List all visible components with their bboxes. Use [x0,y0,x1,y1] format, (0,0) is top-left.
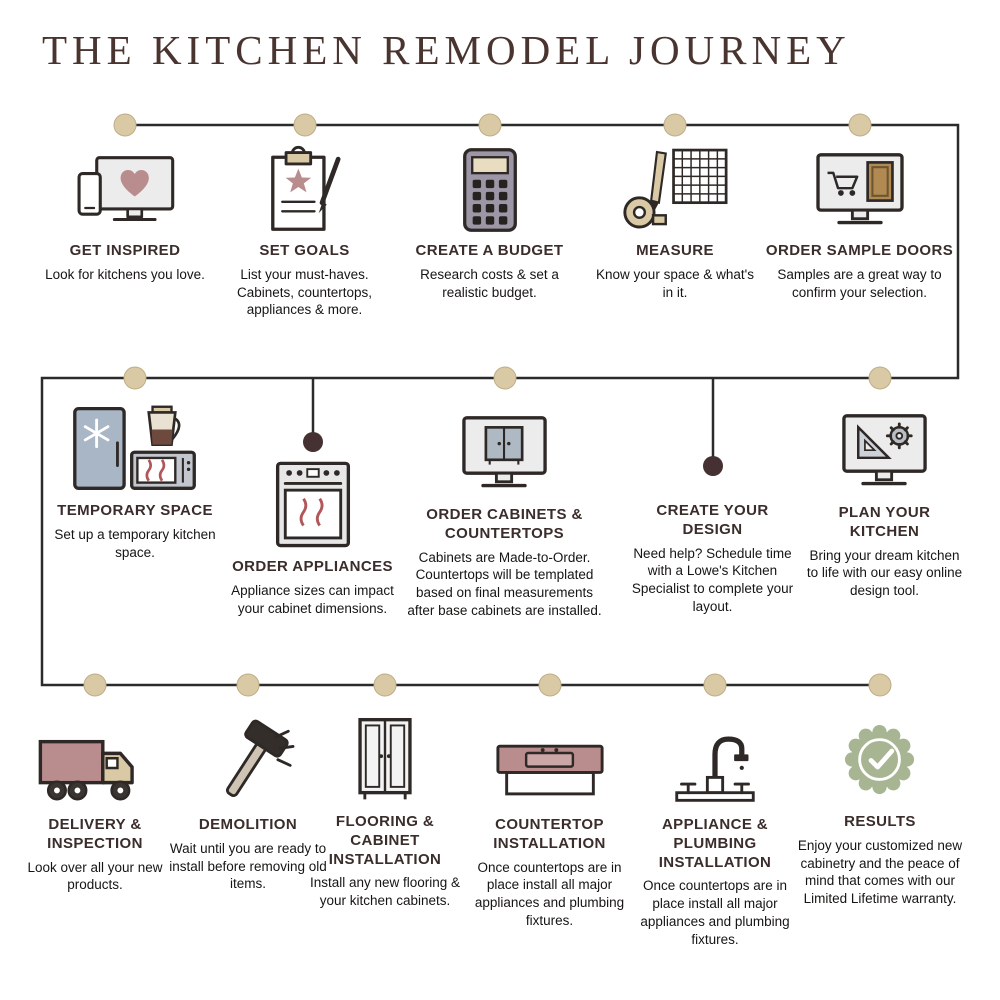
step-create-your-design: CREATE YOUR DESIGN Need help? Schedule t… [625,502,800,616]
step-order-appliances: ORDER APPLIANCES Appliance sizes can imp… [230,458,395,617]
step-desc: Research costs & set a realistic budget. [420,266,559,300]
step-title: PLAN YOUR KITCHEN [838,504,931,540]
step-title: ORDER CABINETS & COUNTERTOPS [426,506,583,542]
step-title: FLOORING & CABINET INSTALLATION [328,813,442,868]
design-tool-monitor-icon [802,404,967,496]
warranty-badge-icon [790,713,970,805]
clipboard-star-icon [217,142,392,234]
step-desc: Cabinets are Made-to-Order. Countertops … [407,549,602,618]
step-title: RESULTS [844,813,916,830]
journey-nodes-dark [303,432,723,476]
step-title: MEASURE [636,242,714,259]
monitor-heart-icon [45,142,205,234]
step-title: GET INSPIRED [69,242,181,259]
step-desc: Once countertops are in place install al… [640,878,790,947]
step-desc: Wait until you are ready to install befo… [169,840,327,892]
measuring-tools-icon [595,142,755,234]
oven-icon [230,458,395,550]
countertop-sink-icon [462,716,637,808]
step-desc: List your must-haves. Cabinets, countert… [236,266,373,318]
step-order-cabinets-countertops: ORDER CABINETS & COUNTERTOPS Cabinets ar… [402,406,607,620]
step-title: ORDER APPLIANCES [232,558,393,575]
step-desc: Enjoy your customized new cabinetry and … [797,837,963,907]
step-delivery-inspection: DELIVERY & INSPECTION Look over all your… [10,716,180,894]
faucet-icon [625,716,805,808]
tall-cabinet-icon [300,713,470,805]
step-get-inspired: GET INSPIRED Look for kitchens you love. [45,142,205,284]
step-desc: Set up a temporary kitchen space. [54,526,216,560]
step-title: CREATE A BUDGET [415,242,564,259]
page-title: THE KITCHEN REMODEL JOURNEY [42,27,851,73]
step-order-sample-doors: ORDER SAMPLE DOORS Samples are a great w… [762,142,957,301]
step-set-goals: SET GOALS List your must-haves. Cabinets… [217,142,392,319]
step-results: RESULTS Enjoy your customized new cabine… [790,713,970,908]
step-title: DELIVERY & INSPECTION [47,816,143,852]
step-desc: Samples are a great way to confirm your … [777,266,942,300]
step-desc: Know your space & what's in it. [596,266,754,300]
step-title: CREATE YOUR DESIGN [656,502,769,538]
step-desc: Once countertops are in place install al… [474,859,625,928]
journey-nodes [83,113,892,697]
step-create-a-budget: CREATE A BUDGET Research costs & set a r… [397,142,582,301]
step-measure: MEASURE Know your space & what's in it. [595,142,755,301]
step-desc: Bring your dream kitchen to life with ou… [806,547,963,599]
step-flooring-cabinet-installation: FLOORING & CABINET INSTALLATION Install … [300,713,470,910]
step-countertop-installation: COUNTERTOP INSTALLATION Once countertops… [462,716,637,930]
step-desc: Appliance sizes can impact your cabinet … [231,582,394,616]
sledgehammer-icon [163,716,333,808]
step-demolition: DEMOLITION Wait until you are ready to i… [163,716,333,893]
step-title: TEMPORARY SPACE [57,502,213,519]
step-temporary-space: TEMPORARY SPACE Set up a temporary kitch… [50,402,220,561]
fridge-microwave-icon [50,402,220,494]
step-desc: Need help? Schedule time with a Lowe's K… [631,545,794,614]
step-desc: Look for kitchens you love. [45,266,205,282]
step-plan-your-kitchen: PLAN YOUR KITCHEN Bring your dream kitch… [802,404,967,600]
calculator-icon [397,142,582,234]
cabinet-monitor-icon [402,406,607,498]
step-desc: Install any new flooring & your kitchen … [309,875,461,909]
step-title: APPLIANCE & PLUMBING INSTALLATION [658,816,772,871]
step-title: ORDER SAMPLE DOORS [765,242,954,259]
step-title: DEMOLITION [198,816,298,833]
delivery-truck-icon [10,716,180,808]
step-desc: Look over all your new products. [27,859,163,893]
sample-door-monitor-icon [762,142,957,234]
step-title: SET GOALS [259,242,350,259]
step-title: COUNTERTOP INSTALLATION [493,816,606,852]
step-appliance-plumbing-installation: APPLIANCE & PLUMBING INSTALLATION Once c… [625,716,805,949]
